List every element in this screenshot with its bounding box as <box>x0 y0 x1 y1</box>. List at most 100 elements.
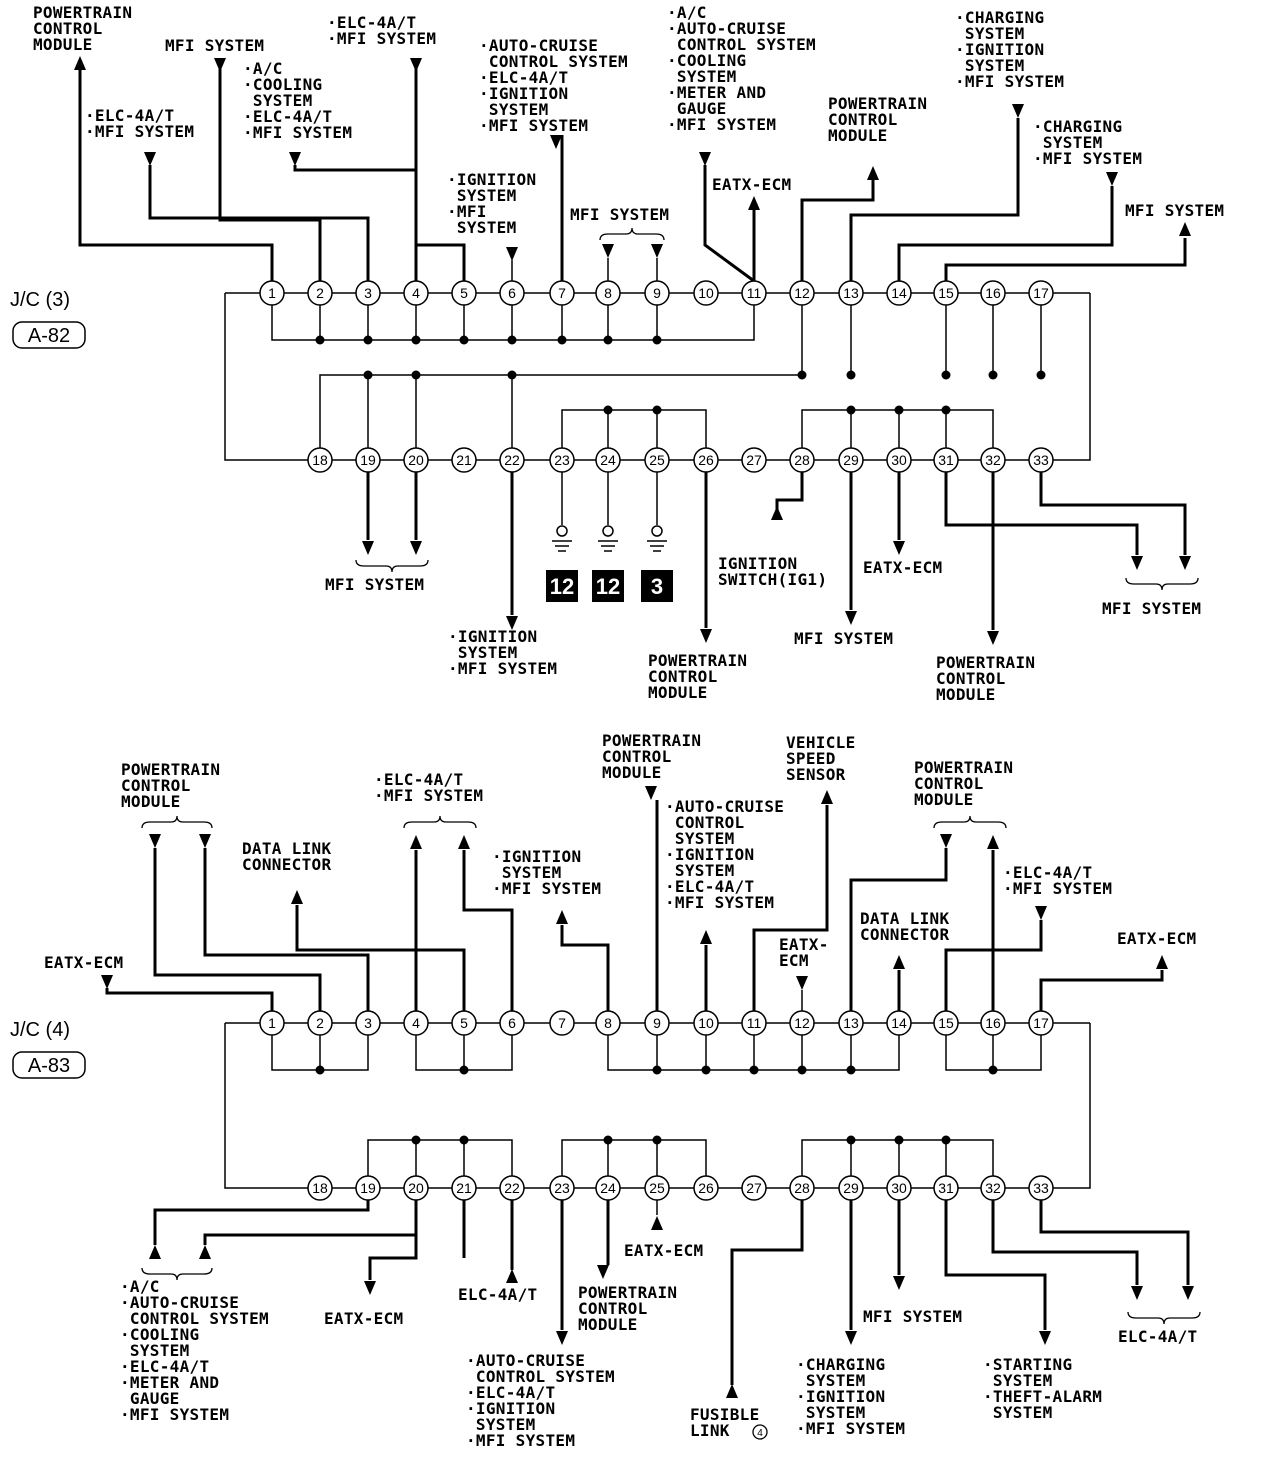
pin-number: 28 <box>794 1180 810 1196</box>
label-line: IGNITION <box>718 554 797 573</box>
label-line: ·ELC-4A/T <box>479 68 568 87</box>
pin-circle <box>1028 447 1054 473</box>
label-line: EATX-ECM <box>712 175 791 194</box>
pin-circle <box>499 1175 525 1201</box>
pin-circle <box>451 280 477 306</box>
arrow-up <box>556 910 568 924</box>
arrow-up <box>893 955 905 969</box>
pin-circle <box>595 280 621 306</box>
label-line: ·MFI SYSTEM <box>85 122 194 141</box>
label-line: MFI SYSTEM <box>325 575 424 594</box>
wire-label: ·A/C·COOLING SYSTEM·ELC-4A/T·MFI SYSTEM <box>243 59 352 142</box>
label-line: CONTROL SYSTEM <box>466 1367 615 1386</box>
splice-dot <box>507 335 517 345</box>
pin-number: 4 <box>412 1015 420 1031</box>
pin-number: 30 <box>891 452 907 468</box>
label-line: ·AUTO-CRUISE <box>665 797 784 816</box>
bus-line <box>319 305 803 448</box>
label-line: POWERTRAIN <box>578 1283 677 1302</box>
pin-circle <box>355 1175 381 1201</box>
wire-label: ELC-4A/T <box>1118 1327 1197 1346</box>
arrow-up <box>410 835 422 849</box>
wire <box>1039 1200 1190 1285</box>
label-line: SYSTEM <box>796 1403 866 1422</box>
wire <box>944 238 1187 281</box>
pin-number: 22 <box>504 1180 520 1196</box>
pin-number: 28 <box>794 452 810 468</box>
wire <box>560 925 610 1011</box>
label-line: MFI SYSTEM <box>863 1307 962 1326</box>
splice-dot <box>459 335 469 345</box>
arrow-down <box>1131 556 1143 570</box>
label-line: DATA LINK <box>860 909 949 928</box>
label-line: POWERTRAIN <box>33 3 132 22</box>
wire-label: EATX-ECM <box>44 953 123 972</box>
splice-dot <box>507 370 517 380</box>
pin-circle <box>403 447 429 473</box>
splice-dot <box>411 1135 421 1145</box>
fusible-number: 4 <box>757 1428 763 1439</box>
wire <box>293 165 418 281</box>
label-line: ·MFI SYSTEM <box>667 115 776 134</box>
label-line: CONNECTOR <box>242 855 331 874</box>
wire-label: MFI SYSTEM <box>1102 599 1201 618</box>
label-line: ·ELC-4A/T <box>327 13 416 32</box>
arrow-up <box>821 790 833 804</box>
pin-circle <box>838 447 864 473</box>
splice-dot <box>411 335 421 345</box>
label-line: ·IGNITION <box>492 847 581 866</box>
pin-circle <box>499 1010 525 1036</box>
label-line: MODULE <box>936 685 996 704</box>
label-line: POWERTRAIN <box>914 758 1013 777</box>
splice-dots <box>315 335 1046 1145</box>
pin-circle <box>499 280 525 306</box>
label-line: EATX- <box>779 935 829 954</box>
label-line: ·MFI SYSTEM <box>466 1431 575 1450</box>
wire <box>218 58 322 281</box>
label-line: ·ELC-4A/T <box>85 106 174 125</box>
splice-dot <box>941 405 951 415</box>
wire-label: ELC-4A/T <box>458 1285 537 1304</box>
arrowheads <box>74 56 1194 1398</box>
pin-circle <box>886 1175 912 1201</box>
bus-line <box>224 1023 308 1189</box>
wire-label: MFI SYSTEM <box>165 36 264 55</box>
splice-dot <box>846 1135 856 1145</box>
pin-number: 31 <box>938 452 954 468</box>
wire-label: ·AUTO-CRUISE CONTROL SYSTEM·ELC-4A/T·IGN… <box>479 36 628 135</box>
pin-circle <box>307 280 333 306</box>
arrow-up <box>458 835 470 849</box>
pin-number: 8 <box>604 285 612 301</box>
splice-dot <box>652 335 662 345</box>
pin-number: 24 <box>600 1180 616 1196</box>
terminal-triangle <box>651 244 663 258</box>
wire <box>944 1200 1047 1330</box>
label-line: SYSTEM <box>466 1415 536 1434</box>
label-line: CONTROL <box>828 110 898 129</box>
pin-circle <box>789 1175 815 1201</box>
brace <box>141 1267 213 1281</box>
terminal-triangle <box>149 834 161 848</box>
wire-label: ·IGNITION SYSTEM·MFI SYSTEM <box>492 847 601 898</box>
pin-circle <box>451 1010 477 1036</box>
pin-number: 23 <box>554 1180 570 1196</box>
pin-number: 13 <box>843 1015 859 1031</box>
terminal-triangle <box>199 834 211 848</box>
pin-number: 7 <box>558 285 566 301</box>
label-line: POWERTRAIN <box>648 651 747 670</box>
label-line: MODULE <box>33 35 93 54</box>
terminal-triangle <box>289 152 301 166</box>
label-line: SYSTEM <box>667 67 737 86</box>
label-line: POWERTRAIN <box>602 731 701 750</box>
pin-number: 11 <box>747 285 762 301</box>
label-line: ·MFI SYSTEM <box>448 659 557 678</box>
pin-circle <box>451 447 477 473</box>
arrow-down <box>410 541 422 555</box>
label-line: ·IGNITION <box>479 84 568 103</box>
pin-circle <box>693 1010 719 1036</box>
bus-line <box>367 1139 513 1176</box>
pin-circle <box>403 1175 429 1201</box>
